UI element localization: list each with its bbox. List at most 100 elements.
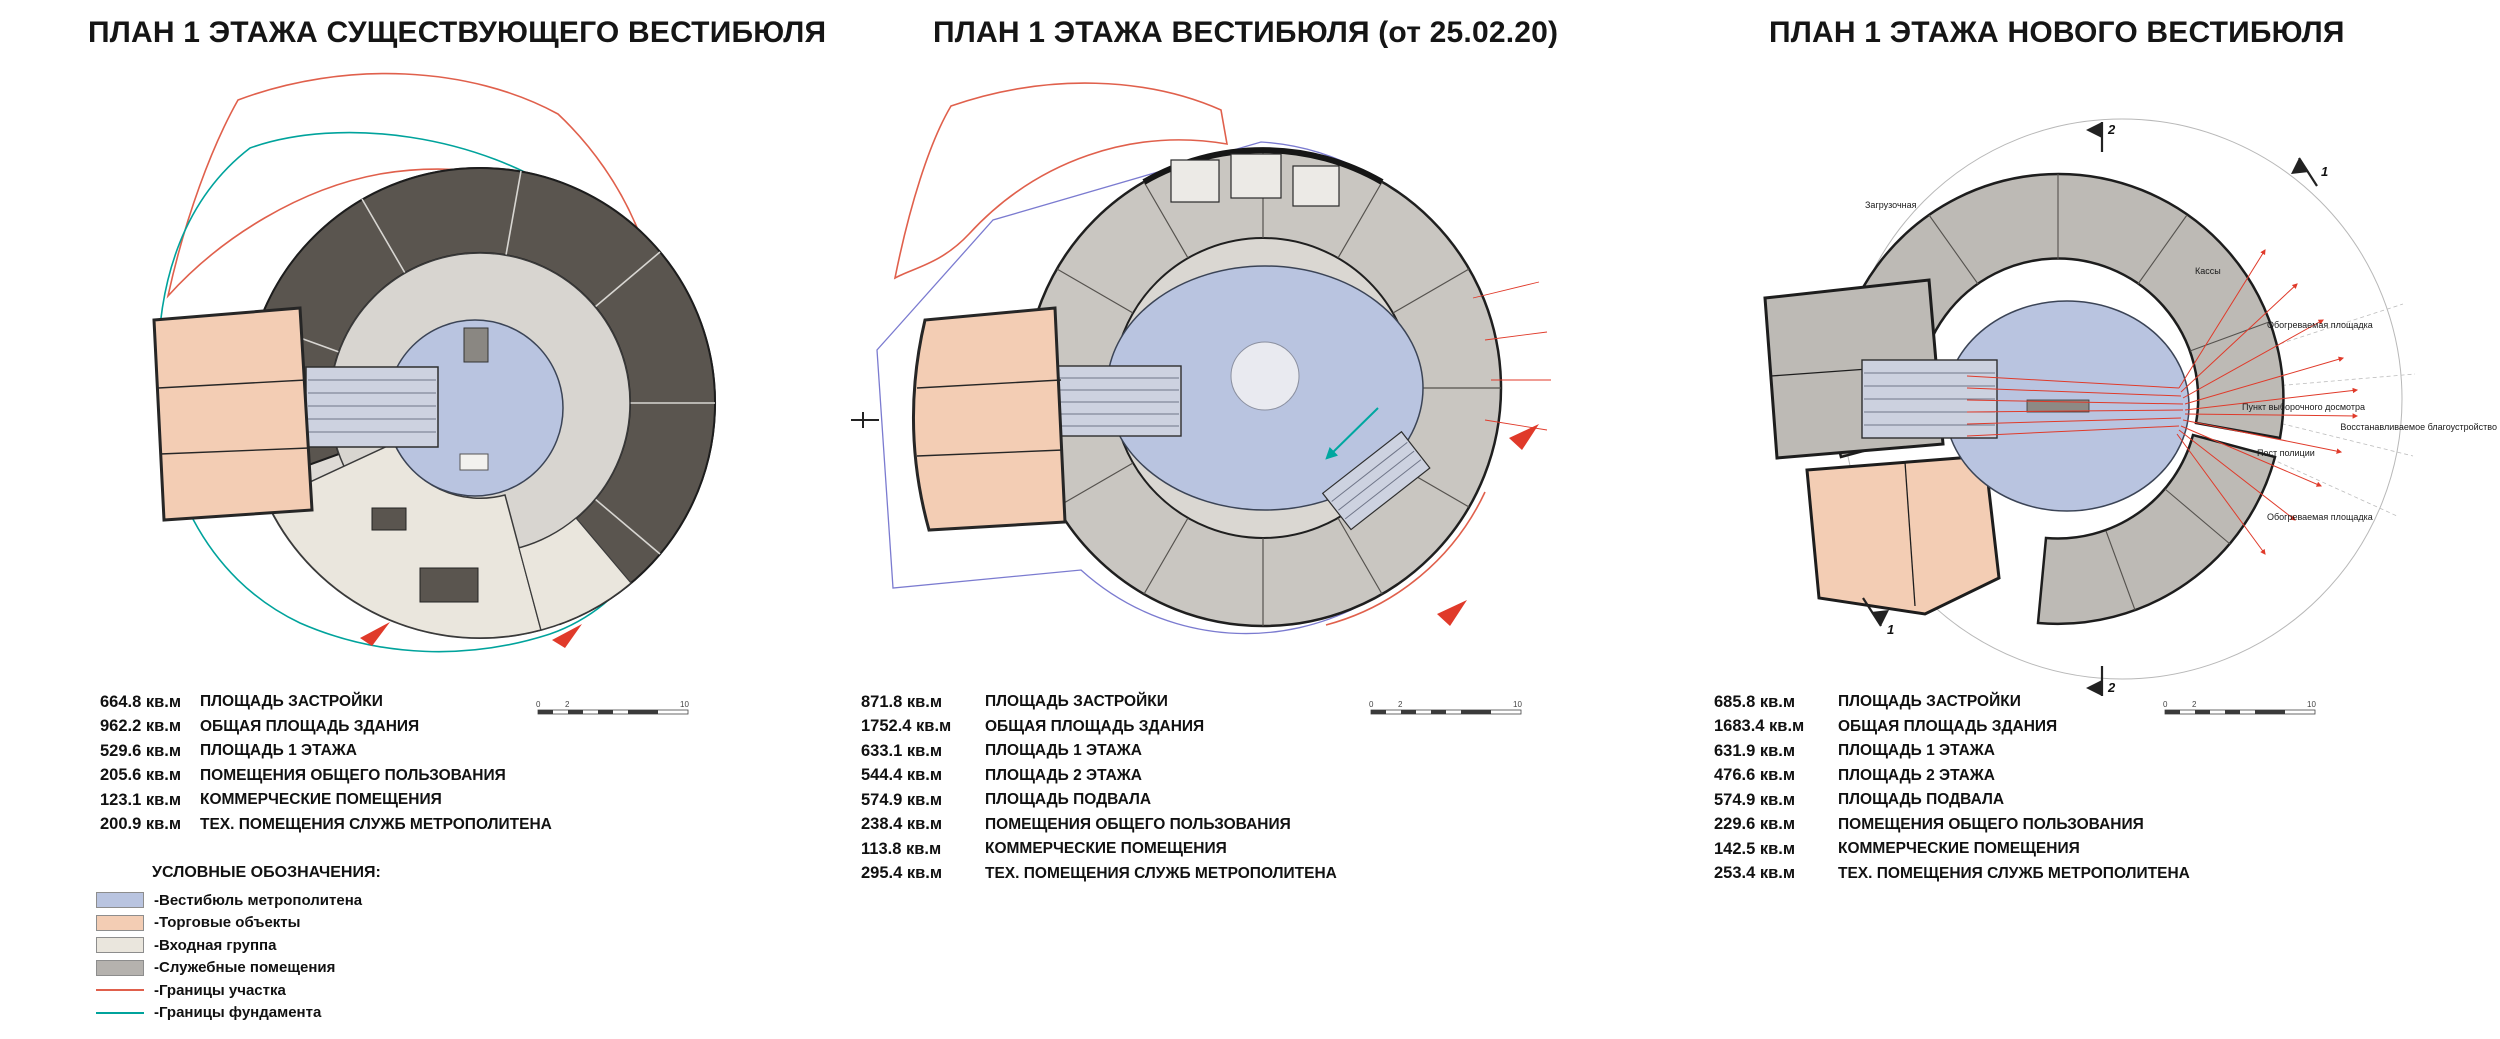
- legend-label: -Торговые объекты: [154, 914, 301, 932]
- stat-value: 476.6 кв.м: [1714, 766, 1796, 785]
- stat-label: КОММЕРЧЕСКИЕ ПОМЕЩЕНИЯ: [1838, 840, 2080, 858]
- legend-label: -Служебные помещения: [154, 959, 336, 977]
- legend: УСЛОВНЫЕ ОБОЗНАЧЕНИЯ: -Вестибюль метропо…: [96, 864, 381, 1024]
- stat-row: 544.4 кв.м ПЛОЩАДЬ 2 ЭТАЖА: [861, 764, 1337, 789]
- flow-arrows: [1966, 249, 2359, 555]
- legend-title: УСЛОВНЫЕ ОБОЗНАЧЕНИЯ:: [152, 864, 381, 881]
- stat-value: 544.4 кв.м: [861, 766, 943, 785]
- stair-block: [419, 567, 479, 603]
- scale-tick: 0: [1369, 700, 1374, 709]
- annotation-heated-area-lower: Обогреваемая площадка: [2267, 512, 2373, 522]
- stat-value: 113.8 кв.м: [861, 839, 942, 858]
- section-flag-label: 2: [2107, 680, 2116, 695]
- scale-tick: 10: [2307, 700, 2316, 709]
- legend-label: -Границы участка: [154, 981, 286, 999]
- stat-label: ПЛОЩАДЬ 1 ЭТАЖА: [985, 742, 1142, 760]
- stat-row: 295.4 кв.м ТЕХ. ПОМЕЩЕНИЯ СЛУЖБ МЕТРОПОЛИ…: [861, 862, 1337, 887]
- legend-swatch-site-boundary: [96, 989, 144, 992]
- scale-tick: 2: [1398, 700, 1403, 709]
- scale-tick: 10: [1513, 700, 1522, 709]
- stat-label: ОБЩАЯ ПЛОЩАДЬ ЗДАНИЯ: [200, 717, 420, 735]
- direction-marker: [1437, 600, 1467, 626]
- panel-new: ПЛАН 1 ЭТАЖА НОВОГО ВЕСТИБЮЛЯ: [1667, 0, 2500, 1039]
- stat-label: ПЛОЩАДЬ 2 ЭТАЖА: [985, 766, 1142, 784]
- section-flag: 2: [2086, 666, 2116, 696]
- legend-item: -Границы фундамента: [96, 1002, 381, 1025]
- entrance-area: [518, 517, 632, 631]
- annotation-heated-area-upper: Обогреваемая площадка: [2267, 320, 2373, 330]
- stair-block: [2026, 399, 2090, 413]
- legend-item: -Вестибюль метрополитена: [96, 889, 381, 912]
- site-boundary-arc: [1325, 491, 1486, 626]
- stat-value: 664.8 кв.м: [100, 692, 182, 711]
- section-flag-label: 1: [2321, 164, 2328, 179]
- dimension-marks: [1472, 281, 1551, 431]
- stat-value: 295.4 кв.м: [861, 864, 943, 883]
- legend-swatch-entrance: [96, 937, 144, 954]
- survey-rays: [2264, 303, 2416, 517]
- floor-plan-new: 2 2 1 1 Загрузочная Кассы Обогреваемая п…: [1763, 118, 2497, 715]
- direction-marker: [360, 622, 390, 646]
- stat-row: 238.4 кв.м ПОМЕЩЕНИЯ ОБЩЕГО ПОЛЬЗОВАНИЯ: [861, 813, 1337, 838]
- stat-label: ТЕХ. ПОМЕЩЕНИЯ СЛУЖБ МЕТРОПОЛИТЕНА: [1838, 864, 2190, 882]
- commerce-block: [911, 306, 1067, 532]
- scale-tick: 0: [2163, 700, 2168, 709]
- stat-label: ПОМЕЩЕНИЯ ОБЩЕГО ПОЛЬЗОВАНИЯ: [200, 766, 506, 784]
- stat-label: ПЛОЩАДЬ 1 ЭТАЖА: [1838, 742, 1995, 760]
- stat-label: ПОМЕЩЕНИЯ ОБЩЕГО ПОЛЬЗОВАНИЯ: [1838, 815, 2144, 833]
- stat-label: ПЛОЩАДЬ ЗАСТРОЙКИ: [985, 693, 1168, 711]
- legend-swatch-vestibule: [96, 892, 144, 909]
- stair-block: [371, 507, 407, 531]
- panel-existing: ПЛАН 1 ЭТАЖА СУЩЕСТВУЮЩЕГО ВЕСТИБЮЛЯ: [0, 0, 833, 1039]
- annotation-inspection-point: Пункт выборочного досмотра: [2242, 402, 2365, 412]
- annotation-loading: Загрузочная: [1865, 200, 1917, 210]
- floor-plan-existing: 0 2 10: [152, 72, 716, 715]
- stat-label: ТЕХ. ПОМЕЩЕНИЯ СЛУЖБ МЕТРОПОЛИТЕНА: [200, 815, 552, 833]
- room-blocks: [1170, 153, 1340, 207]
- stat-value: 142.5 кв.м: [1714, 839, 1796, 858]
- stat-label: ПЛОЩАДЬ ПОДВАЛА: [985, 791, 1152, 809]
- flow-arrow-teal: [1325, 407, 1379, 460]
- stat-label: ПОМЕЩЕНИЯ ОБЩЕГО ПОЛЬЗОВАНИЯ: [985, 815, 1291, 833]
- escalator-bank: [1861, 359, 1998, 439]
- legend-item: -Границы участка: [96, 979, 381, 1002]
- stat-value: 253.4 кв.м: [1714, 864, 1796, 883]
- stat-row: 142.5 кв.м КОММЕРЧЕСКИЕ ПОМЕЩЕНИЯ: [1714, 837, 2190, 862]
- section-flag: 1: [2291, 157, 2328, 187]
- stair-block: [1230, 341, 1300, 411]
- floor-plan-dated: 0 2 10: [851, 82, 1551, 715]
- legend-swatch-service: [96, 959, 144, 976]
- stat-value: 631.9 кв.м: [1714, 741, 1796, 760]
- section-flag: 2: [2086, 122, 2116, 152]
- scale-bar: 0 2 10: [2163, 700, 2316, 715]
- section-flag-label: 1: [1887, 622, 1894, 637]
- commerce-block: [152, 306, 314, 522]
- plan-title-dated: ПЛАН 1 ЭТАЖА ВЕСТИБЮЛЯ (от 25.02.20): [933, 16, 1559, 49]
- direction-marker: [1509, 424, 1539, 450]
- stat-label: ПЛОЩАДЬ ЗАСТРОЙКИ: [1838, 693, 2021, 711]
- site-boundary-line: [893, 82, 1228, 280]
- stat-value: 238.4 кв.м: [861, 815, 943, 834]
- annotation-ticket-office: Кассы: [2195, 266, 2221, 276]
- annotation-police-post: Пост полиции: [2257, 448, 2315, 458]
- stat-value: 1752.4 кв.м: [861, 717, 952, 736]
- commerce-block: [1805, 454, 2001, 616]
- stat-value: 123.1 кв.м: [100, 790, 182, 809]
- stat-label: ТЕХ. ПОМЕЩЕНИЯ СЛУЖБ МЕТРОПОЛИТЕНА: [985, 864, 1337, 882]
- legend-swatch-foundation: [96, 1011, 144, 1014]
